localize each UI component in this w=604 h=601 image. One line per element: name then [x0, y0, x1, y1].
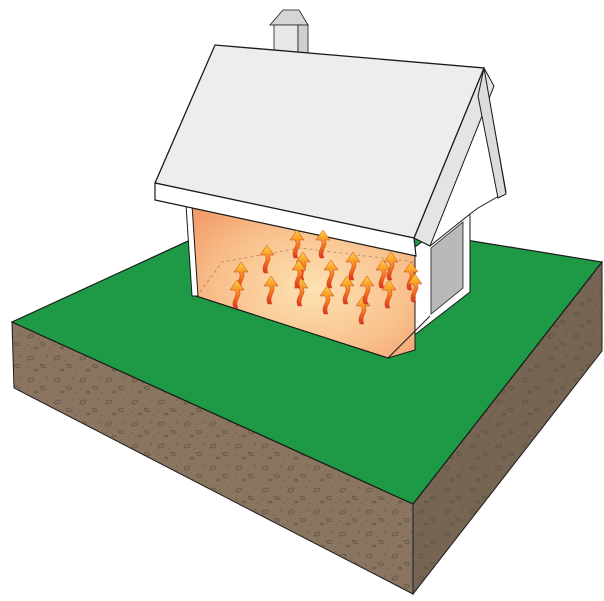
chimney [270, 10, 308, 55]
